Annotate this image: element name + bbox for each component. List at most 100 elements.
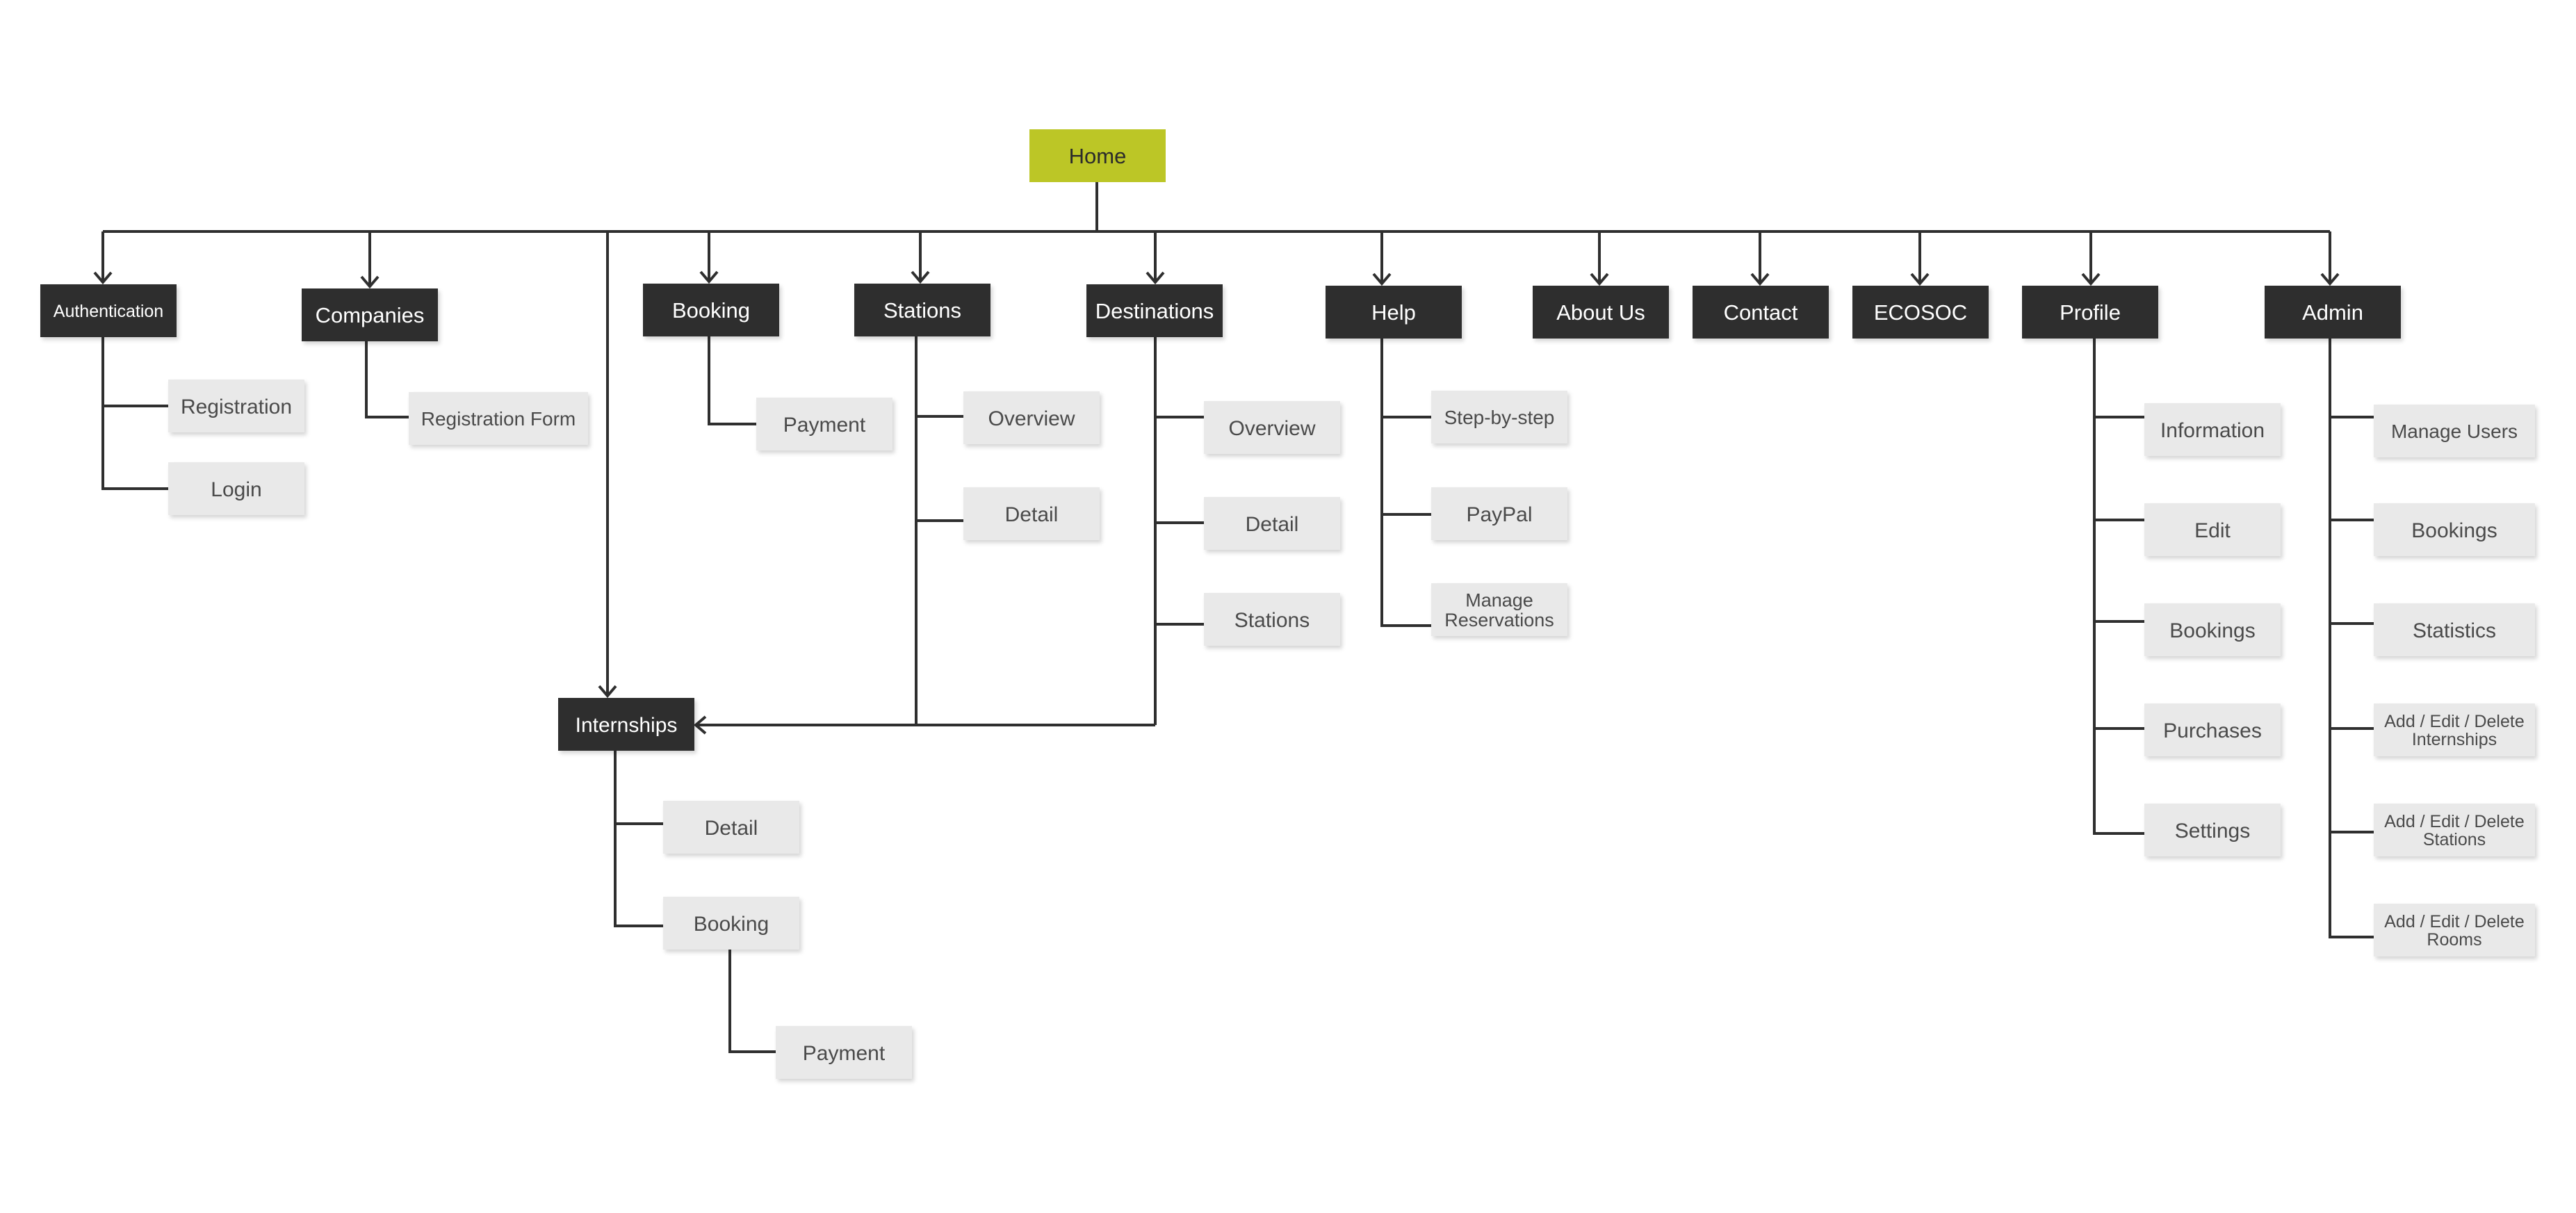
connector-help-branch [1380, 339, 1431, 627]
node-box-about-us [1533, 286, 1669, 339]
node-profile: Profile [2022, 286, 2158, 339]
node-contact: Contact [1693, 286, 1829, 339]
node-box-admin [2265, 286, 2401, 339]
node-box-destinations-overview [1204, 401, 1340, 454]
node-box-destinations-stations [1204, 593, 1340, 646]
node-box-stations [854, 284, 991, 336]
arrowhead-drop-admin [2320, 272, 2340, 286]
node-internships-booking-payment: Payment [776, 1026, 912, 1079]
node-admin-manage-users: Manage Users [2374, 405, 2535, 457]
node-booking: Booking [643, 284, 779, 336]
node-home: Home [1029, 129, 1166, 182]
node-help: Help [1326, 286, 1462, 339]
node-label-companies: Companies [316, 303, 425, 327]
node-label-authentication: Authentication [54, 302, 163, 321]
node-label-auth-registration: Registration [181, 396, 292, 418]
node-box-booking-payment [756, 398, 892, 450]
arrowhead-drop-authentication [93, 271, 113, 285]
node-destinations-stations: Stations [1204, 593, 1340, 646]
node-label-companies-registration-form: Registration Form [421, 408, 576, 430]
node-label-admin-statistics: Statistics [2413, 619, 2496, 642]
node-box-profile-settings [2144, 804, 2281, 856]
node-box-profile-bookings [2144, 603, 2281, 656]
node-internships-booking: Booking [663, 897, 799, 950]
node-box-profile-purchases [2144, 703, 2281, 756]
node-profile-edit: Edit [2144, 503, 2281, 556]
node-label-help: Help [1371, 300, 1416, 325]
node-label-auth-login: Login [211, 478, 261, 501]
node-label-profile-settings: Settings [2175, 820, 2250, 842]
connector-internships-branch [614, 751, 663, 927]
node-box-authentication [40, 284, 177, 337]
node-box-contact [1693, 286, 1829, 339]
node-label-destinations: Destinations [1095, 299, 1214, 323]
connector-booking-branch [708, 336, 756, 425]
connector-admin-branch [2329, 339, 2374, 938]
node-box-internships-detail [663, 801, 799, 854]
node-internships: Internships [558, 698, 694, 751]
node-ecosoc: ECOSOC [1852, 286, 1989, 339]
node-destinations: Destinations [1086, 284, 1223, 337]
arrowhead-drop-stations [911, 270, 930, 284]
arrowhead-drop-help [1372, 272, 1392, 286]
connector-lines [93, 182, 2374, 1053]
arrowhead-drop-destinations [1146, 271, 1165, 285]
node-profile-bookings: Bookings [2144, 603, 2281, 656]
node-stations-detail: Detail [963, 487, 1100, 540]
node-label-booking: Booking [672, 298, 750, 323]
connector-destinations-branch [1154, 337, 1204, 725]
node-internships-detail: Detail [663, 801, 799, 854]
node-label-booking-payment: Payment [783, 414, 866, 437]
node-destinations-overview: Overview [1204, 401, 1340, 454]
node-box-auth-login [168, 462, 304, 515]
node-admin: Admin [2265, 286, 2401, 339]
arrowhead-drop-internships [598, 685, 617, 699]
node-stations-overview: Overview [963, 391, 1100, 444]
node-label-stations-detail: Detail [1005, 503, 1059, 526]
node-box-profile-edit [2144, 503, 2281, 556]
node-profile-purchases: Purchases [2144, 703, 2281, 756]
arrowhead-drop-profile [2081, 272, 2101, 286]
node-box-destinations [1086, 284, 1223, 337]
node-box-companies-registration-form [409, 392, 588, 445]
node-profile-information: Information [2144, 403, 2281, 456]
arrowhead-drop-about-us [1590, 272, 1609, 286]
node-label-stations-overview: Overview [988, 407, 1075, 430]
node-companies: Companies [302, 288, 438, 341]
node-profile-settings: Settings [2144, 804, 2281, 856]
node-box-admin-manage-users [2374, 405, 2535, 457]
node-box-internships [558, 698, 694, 751]
node-label-destinations-overview: Overview [1228, 417, 1315, 440]
node-label-about-us: About Us [1556, 300, 1645, 325]
node-admin-statistics: Statistics [2374, 603, 2535, 656]
node-label-profile-bookings: Bookings [2169, 619, 2255, 642]
node-authentication: Authentication [40, 284, 177, 337]
node-admin-bookings: Bookings [2374, 503, 2535, 556]
arrowhead-to-internships-bus [693, 715, 707, 735]
node-label-profile-purchases: Purchases [2163, 719, 2262, 742]
connector-companies-branch [365, 341, 409, 418]
node-label-help-step-by-step: Step-by-step [1444, 407, 1555, 428]
node-box-admin-internships [2374, 703, 2535, 756]
arrowhead-drop-contact [1750, 272, 1770, 286]
node-box-home [1029, 129, 1166, 182]
node-about-us: About Us [1533, 286, 1669, 339]
node-destinations-detail: Detail [1204, 497, 1340, 550]
node-label-admin-manage-users: Manage Users [2391, 421, 2518, 442]
node-box-destinations-detail [1204, 497, 1340, 550]
node-box-admin-rooms [2374, 904, 2535, 956]
node-booking-payment: Payment [756, 398, 892, 450]
node-help-step-by-step: Step-by-step [1431, 391, 1567, 443]
node-label-admin-bookings: Bookings [2411, 519, 2497, 542]
node-box-admin-stations [2374, 804, 2535, 856]
node-label-help-paypal: PayPal [1466, 503, 1532, 526]
